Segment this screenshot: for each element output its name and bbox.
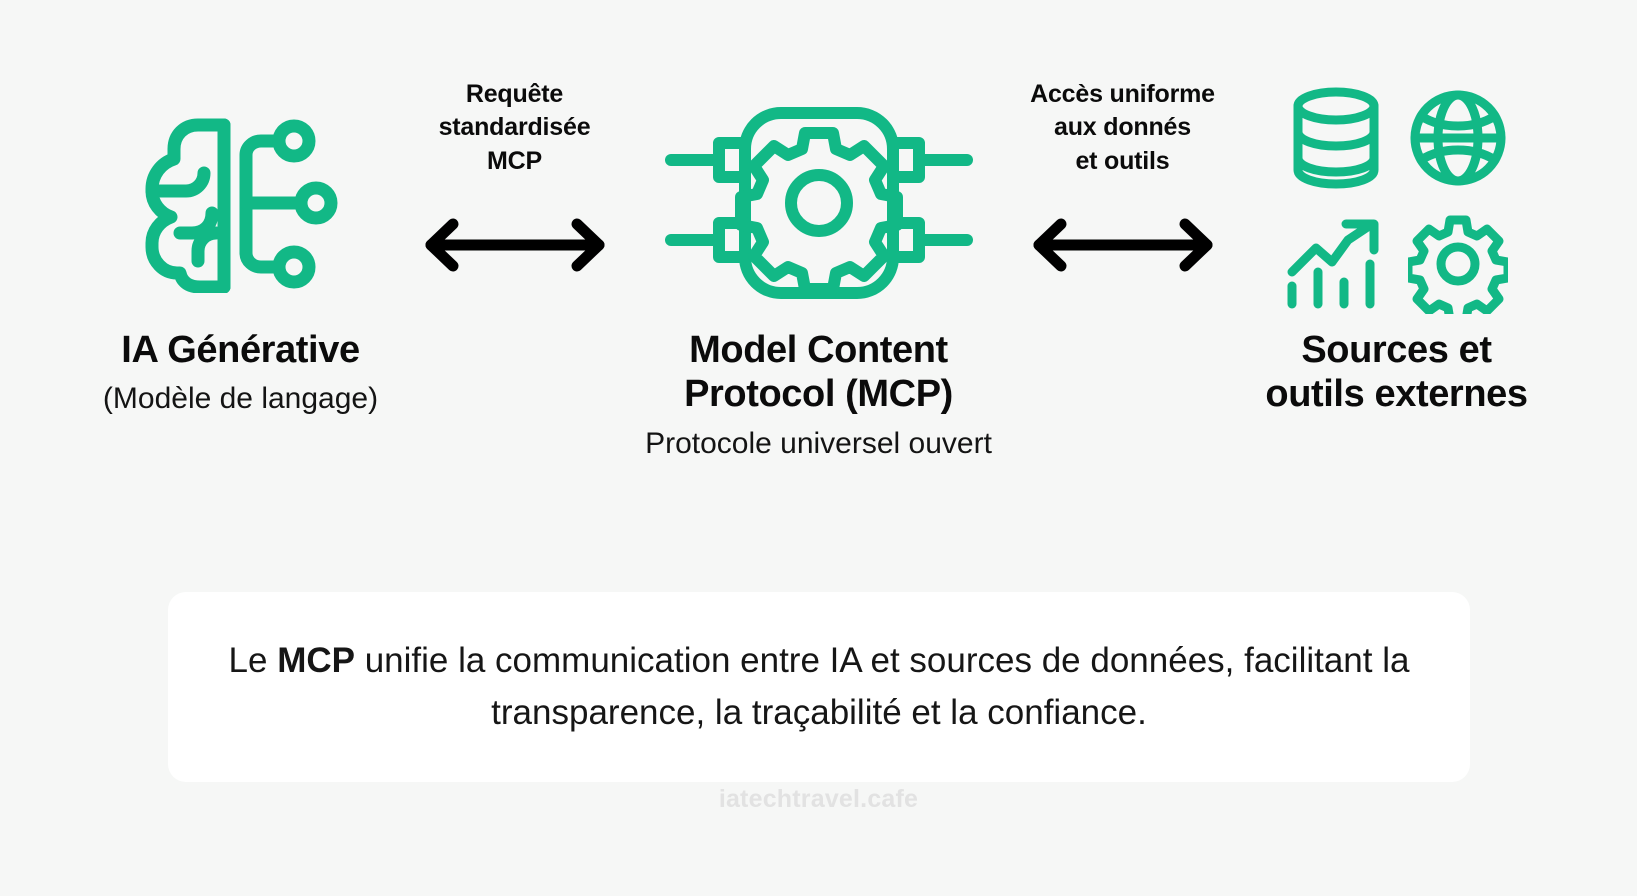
node-subtitle-mcp: Protocole universel ouvert: [645, 426, 992, 460]
node-title-external-sources-line1: Sources et: [1301, 329, 1492, 371]
icon-grid: [1275, 79, 1519, 327]
globe-icon: [1408, 88, 1508, 193]
chip-gear-icon: [649, 78, 989, 328]
brain-circuit-icon: [136, 78, 346, 328]
flow-row: IA Générative (Modèle de langage) Requêt…: [0, 78, 1637, 558]
callout-text-part2: unifie la communication entre IA et sour…: [354, 640, 1410, 733]
callout-card: Le MCP unifie la communication entre IA …: [168, 592, 1470, 782]
right-connector: Accès uniforme aux donnés et outils: [1014, 78, 1232, 272]
left-connector-label: Requête standardisée MCP: [439, 78, 591, 178]
right-connector-label-line3: et outils: [1075, 146, 1170, 175]
node-title-mcp-line2: Protocol (MCP): [684, 373, 953, 416]
right-connector-label-line1: Accès uniforme: [1030, 80, 1215, 108]
database-icon: [1288, 86, 1384, 195]
node-title-external-sources: Sources et outils externes: [1265, 328, 1528, 417]
growth-chart-icon: [1286, 216, 1386, 317]
right-connector-label: Accès uniforme aux donnés et outils: [1030, 78, 1215, 178]
double-headed-arrow-icon: [1025, 216, 1221, 279]
node-title-mcp: Model Content Protocol (MCP): [684, 328, 953, 417]
callout-text-part1: Le: [228, 640, 278, 680]
callout-text: Le MCP unifie la communication entre IA …: [228, 635, 1410, 740]
external-sources-icon-group: [1275, 78, 1519, 328]
node-mcp: Model Content Protocol (MCP) Protocole u…: [624, 78, 1014, 462]
right-connector-label-line2: aux donnés: [1054, 113, 1191, 142]
node-title-external-sources-line2: outils externes: [1265, 373, 1528, 416]
left-connector-label-line3: MCP: [487, 146, 542, 175]
left-connector-label-line1: Requête: [465, 80, 564, 108]
node-generative-ai: IA Générative (Modèle de langage): [76, 78, 406, 417]
left-connector-label-line2: standardisée: [438, 113, 591, 142]
node-subtitle-generative-ai: (Modèle de langage): [102, 382, 379, 416]
node-title-mcp-line1: Model Content: [689, 329, 948, 371]
double-headed-arrow-icon: [417, 216, 613, 279]
node-external-sources: Sources et outils externes: [1232, 78, 1562, 417]
node-title-generative-ai: IA Générative: [121, 329, 360, 371]
left-connector: Requête standardisée MCP: [406, 78, 624, 272]
footer-watermark: iatechtravel.cafe: [718, 785, 919, 813]
callout-text-bold: MCP: [277, 640, 355, 680]
gear-icon: [1403, 214, 1512, 324]
